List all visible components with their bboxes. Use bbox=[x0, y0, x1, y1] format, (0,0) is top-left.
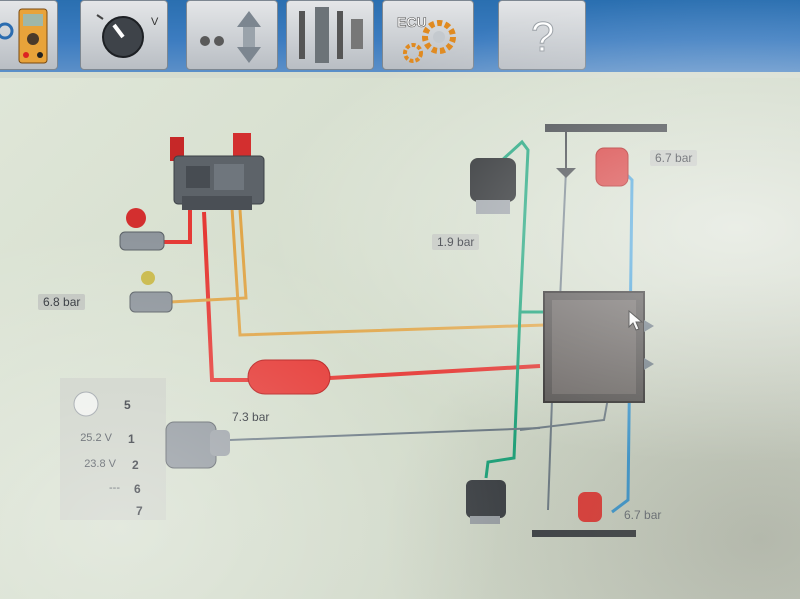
brake-chamber-bottom[interactable] bbox=[466, 480, 506, 524]
pin-6-number[interactable]: 6 bbox=[134, 482, 141, 496]
top-rail bbox=[545, 124, 667, 132]
pressure-label-chamber-top: 1.9 bar bbox=[432, 234, 480, 250]
brake-chamber-top[interactable] bbox=[470, 158, 516, 214]
pin-2-number[interactable]: 2 bbox=[132, 458, 139, 472]
pressure-label-valve-left: 6.8 bar bbox=[38, 294, 86, 310]
yellow-control-valve[interactable] bbox=[129, 271, 173, 313]
valve-block[interactable] bbox=[170, 133, 265, 210]
mouse-cursor-icon bbox=[628, 310, 644, 331]
bottom-rail bbox=[532, 530, 636, 537]
pin-1-voltage: 25.2 V bbox=[80, 432, 112, 444]
pressure-label-main-reservoir: 7.3 bar bbox=[232, 410, 270, 424]
pin-1-number[interactable]: 1 bbox=[128, 432, 135, 446]
brake-chamber-right[interactable] bbox=[556, 132, 629, 187]
small-reservoir[interactable] bbox=[578, 492, 602, 522]
orange-air-lines bbox=[169, 207, 546, 337]
pin-5-number[interactable]: 5 bbox=[124, 398, 131, 412]
red-relay-valve[interactable] bbox=[119, 208, 165, 251]
electrical-connector[interactable] bbox=[60, 378, 230, 520]
pressure-label-small-reservoir: 6.7 bar bbox=[624, 508, 662, 522]
red-air-lines bbox=[160, 210, 541, 382]
ecu-module[interactable] bbox=[543, 291, 654, 403]
pressure-label-chamber-right: 6.7 bar bbox=[650, 150, 698, 166]
pin-7-number[interactable]: 7 bbox=[136, 504, 143, 518]
main-air-reservoir[interactable] bbox=[247, 359, 331, 395]
pin-2-voltage: 23.8 V bbox=[84, 458, 116, 470]
pin-6-value: --- bbox=[109, 482, 120, 494]
